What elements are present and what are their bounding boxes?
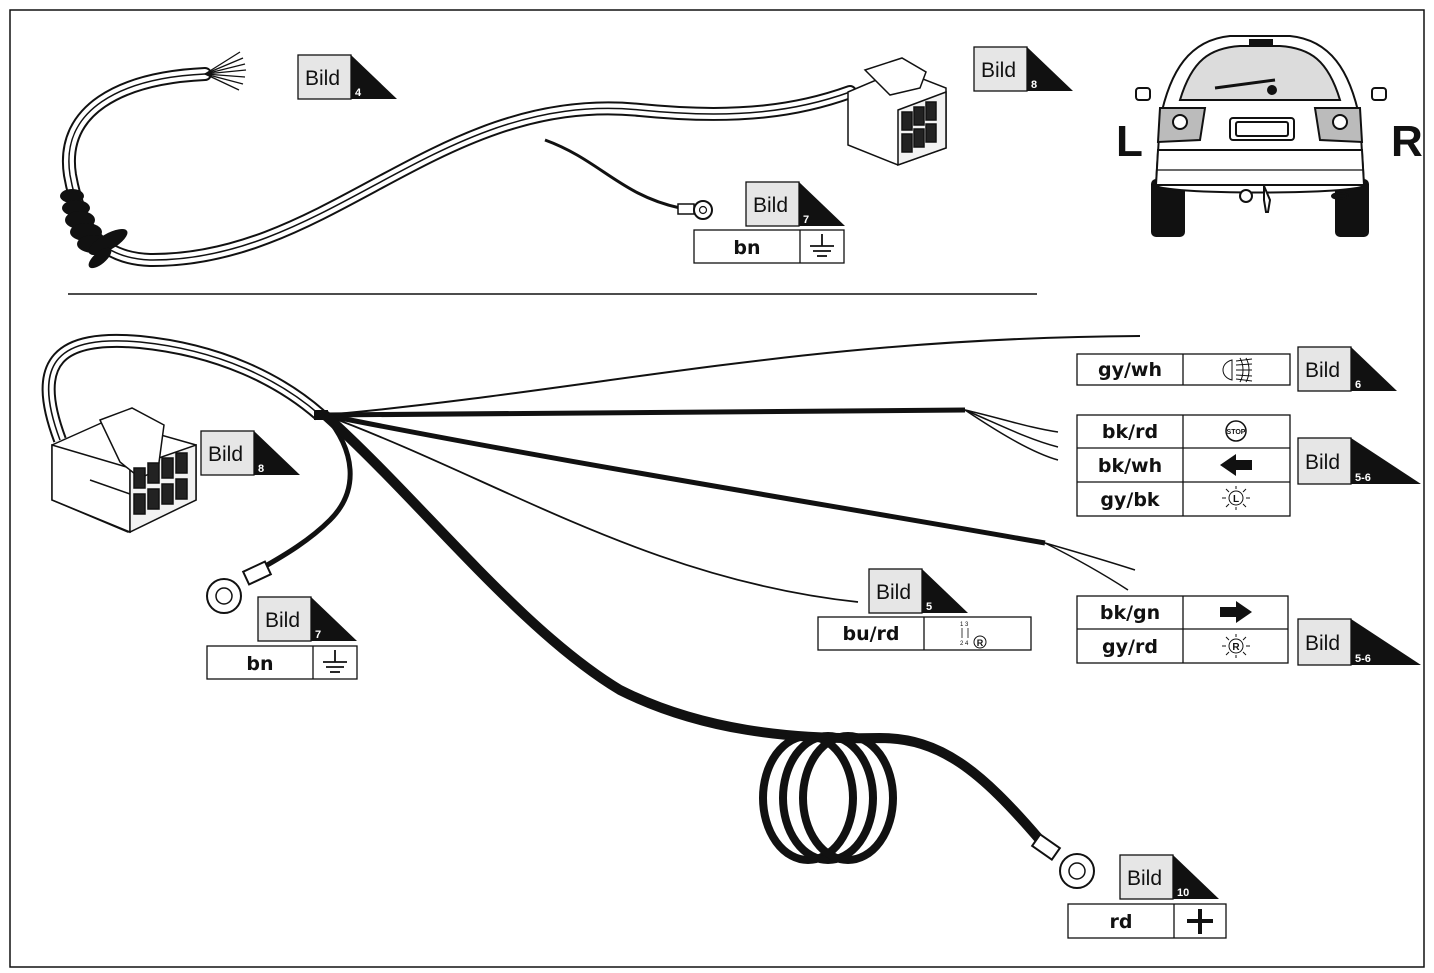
svg-text:Bild: Bild <box>265 609 300 632</box>
connector-top <box>847 57 947 167</box>
svg-text:bk/wh: bk/wh <box>1098 455 1162 477</box>
ring-terminal-top <box>677 200 713 220</box>
car-rear-view <box>1135 35 1387 237</box>
bild-ref-8-bottom: Bild 8 <box>200 430 300 476</box>
svg-text:rd: rd <box>1110 911 1133 933</box>
side-label-right: R <box>1391 117 1423 166</box>
svg-text:1 3: 1 3 <box>960 622 969 628</box>
svg-text:8: 8 <box>1031 79 1037 91</box>
ring-terminal-bottom-left <box>206 560 273 614</box>
svg-text:Bild: Bild <box>305 67 340 90</box>
wire-label-right-group: bk/gn gy/rd R <box>1076 595 1289 664</box>
svg-text:7: 7 <box>803 214 809 226</box>
svg-text:Bild: Bild <box>876 581 911 604</box>
ring-terminal-power <box>1030 832 1095 889</box>
svg-text:5-6: 5-6 <box>1355 472 1371 484</box>
svg-text:6: 6 <box>1355 379 1361 391</box>
svg-text:bk/rd: bk/rd <box>1102 421 1158 443</box>
svg-text:gy/rd: gy/rd <box>1102 636 1158 658</box>
svg-text:Bild: Bild <box>981 59 1016 82</box>
wire-label-power: rd <box>1067 903 1227 939</box>
svg-text:L: L <box>1233 494 1239 505</box>
ground-icon <box>810 234 834 257</box>
svg-text:Bild: Bild <box>1305 359 1340 382</box>
svg-text:4: 4 <box>355 87 362 99</box>
bild-ref-5: Bild 5 <box>868 568 968 614</box>
power-cable-coil <box>759 732 897 864</box>
svg-text:bn: bn <box>246 653 273 675</box>
bild-ref-8-top: Bild 8 <box>973 46 1073 92</box>
svg-text:Bild: Bild <box>208 443 243 466</box>
right-tail-light-icon: R <box>1222 634 1250 658</box>
svg-text:2 4: 2 4 <box>960 641 969 647</box>
wire-label-reverse: bu/rd 1 3 2 4 R <box>817 616 1032 651</box>
svg-text:10: 10 <box>1177 887 1189 899</box>
bild-ref-10: Bild 10 <box>1119 854 1219 900</box>
svg-text:gy/wh: gy/wh <box>1098 359 1162 381</box>
stop-light-icon: STOP <box>1225 420 1247 442</box>
top-harness <box>60 51 947 269</box>
svg-text:STOP: STOP <box>1227 429 1246 436</box>
svg-text:R: R <box>977 638 984 648</box>
wire-label-left-group: bk/rd bk/wh gy/bk STOP L <box>1076 414 1291 517</box>
wire-label-ground-top: bn <box>693 229 845 264</box>
svg-text:8: 8 <box>258 463 264 475</box>
svg-text:bn: bn <box>733 237 760 259</box>
wire-label-ground-bottom: bn <box>206 645 358 680</box>
svg-text:Bild: Bild <box>1305 451 1340 474</box>
right-arrow-icon <box>1220 601 1252 623</box>
svg-text:5: 5 <box>926 601 932 613</box>
svg-text:7: 7 <box>315 629 321 641</box>
fog-light-icon <box>1222 357 1253 383</box>
grommet <box>60 189 128 269</box>
bild-ref-5-6-lower: Bild 5-6 <box>1297 618 1421 666</box>
bild-ref-6: Bild 6 <box>1297 346 1397 392</box>
left-tail-light-icon: L <box>1222 486 1250 510</box>
ground-icon <box>323 650 347 673</box>
svg-text:Bild: Bild <box>1127 867 1162 890</box>
bild-ref-7-bottom: Bild 7 <box>257 596 357 642</box>
wire-label-fog: gy/wh <box>1076 353 1291 386</box>
svg-text:gy/bk: gy/bk <box>1100 489 1160 511</box>
connector-bottom <box>51 407 197 534</box>
left-arrow-icon <box>1220 454 1252 476</box>
svg-text:Bild: Bild <box>1305 632 1340 655</box>
bild-ref-7-top: Bild 7 <box>745 181 845 227</box>
bild-ref-4: Bild 4 <box>297 54 397 100</box>
svg-text:R: R <box>1232 642 1240 653</box>
svg-text:5-6: 5-6 <box>1355 653 1371 665</box>
svg-text:bu/rd: bu/rd <box>842 623 899 645</box>
reverse-gear-icon: 1 3 2 4 R <box>960 622 987 649</box>
side-label-left: L <box>1116 117 1143 166</box>
bild-ref-5-6-upper: Bild 5-6 <box>1297 437 1421 485</box>
frayed-wires <box>204 51 247 91</box>
svg-text:bk/gn: bk/gn <box>1100 602 1160 624</box>
svg-text:Bild: Bild <box>753 194 788 217</box>
diagram-frame <box>9 9 1425 968</box>
bottom-harness <box>41 333 1141 889</box>
plus-icon <box>1187 909 1213 934</box>
